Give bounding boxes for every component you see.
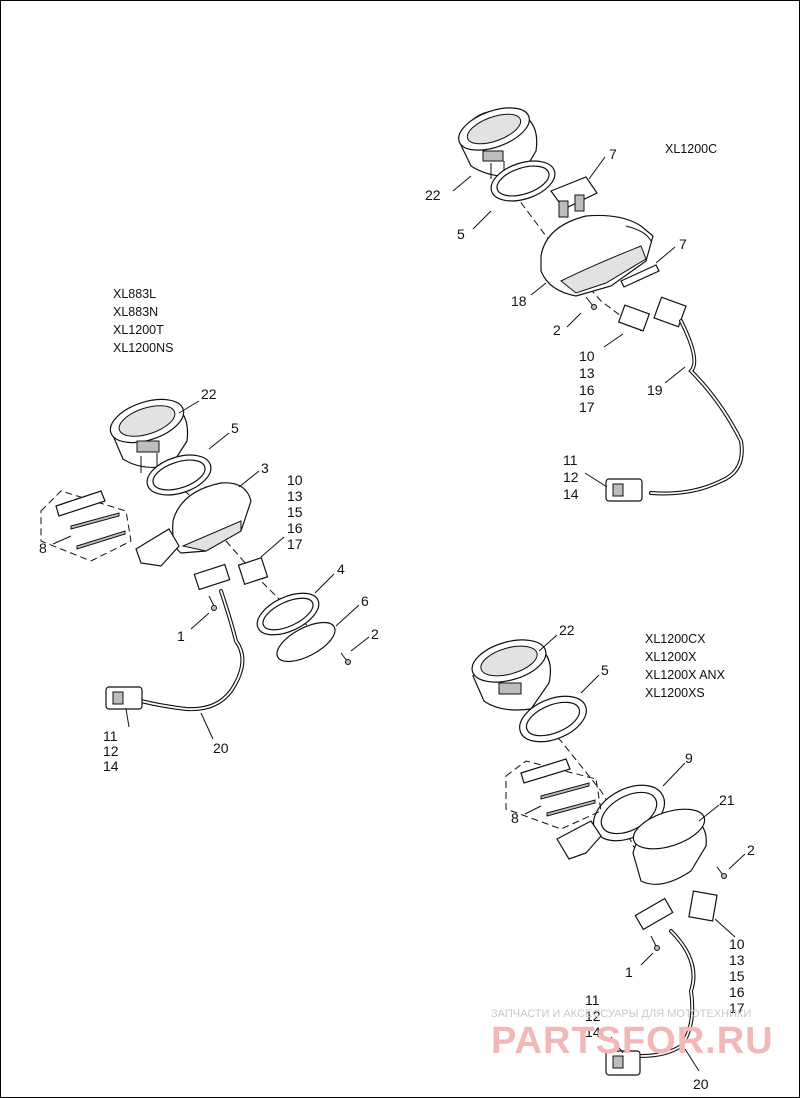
callout-label: 8 (39, 540, 47, 556)
callout-label: 10 (579, 348, 595, 364)
housing-part-3 (172, 482, 252, 554)
screw-part-2b (340, 652, 351, 665)
plate-part-6 (276, 621, 336, 663)
screw-part-1c (650, 935, 660, 951)
model-name: XL1200NS (113, 341, 173, 355)
callout-label: 4 (337, 561, 345, 577)
model-name: XL883L (113, 287, 156, 301)
model-list-xl883: XL883L XL883N XL1200T XL1200NS (113, 287, 173, 355)
watermark-logo: PARTSFOR.RU (491, 1020, 774, 1062)
callout-label: 1 (625, 964, 633, 980)
model-name: XL1200X (645, 650, 697, 664)
model-name: XL1200X ANX (645, 668, 726, 682)
callout-label: 1 (177, 628, 185, 644)
callout-label: 16 (287, 520, 303, 536)
callout-label: 5 (231, 420, 239, 436)
callout-label: 15 (287, 504, 303, 520)
callout-label: 7 (679, 236, 687, 252)
ring-part-5 (490, 160, 556, 202)
ring-part-5c (519, 695, 587, 743)
callout-label: 11 (563, 452, 578, 468)
callout-label: 19 (647, 382, 663, 398)
callout-label: 2 (747, 842, 755, 858)
callout-label: 11 (103, 728, 118, 744)
screw-part-2 (585, 296, 597, 310)
callout-label: 12 (563, 469, 579, 485)
callout-label: 17 (579, 399, 595, 415)
callout-label: 8 (511, 810, 519, 826)
callout-label: 13 (729, 952, 745, 968)
callout-label: 18 (511, 293, 527, 309)
model-list-xl1200c: XL1200C (665, 142, 717, 156)
callout-label: 21 (719, 792, 735, 808)
model-name: XL1200CX (645, 632, 706, 646)
callout-label: 12 (103, 743, 119, 759)
cup-part-21 (632, 808, 707, 885)
callout-label: 16 (579, 382, 595, 398)
callout-label: 22 (201, 386, 217, 402)
model-name: XL883N (113, 305, 158, 319)
callout-label: 13 (579, 365, 595, 381)
callout-label: 14 (563, 486, 579, 502)
harness-part-19 (605, 296, 744, 502)
model-list-xl1200cx: XL1200CX XL1200X XL1200X ANX XL1200XS (645, 632, 726, 700)
callout-label: 5 (457, 226, 465, 242)
connector-part-7 (550, 176, 598, 218)
callout-label: 9 (685, 750, 693, 766)
callout-label: 17 (729, 1000, 745, 1016)
callout-label: 2 (553, 322, 561, 338)
callout-label: 10 (729, 936, 745, 952)
callout-label: 20 (693, 1076, 709, 1092)
decal-part-8 (40, 490, 132, 562)
callout-label: 20 (213, 740, 229, 756)
gauge-part-22 (458, 107, 538, 179)
model-name: XL1200T (113, 323, 164, 337)
screw-part-2c (716, 866, 727, 879)
watermark-caption: ЗАПЧАСТИ И АКСЕССУАРЫ ДЛЯ МОТОТЕХНИКИ (491, 1008, 751, 1020)
callout-label: 11 (585, 992, 600, 1008)
model-name: XL1200XS (645, 686, 705, 700)
callout-label: 14 (103, 758, 119, 774)
bracket (135, 528, 180, 567)
harness-part-20 (105, 557, 269, 712)
callout-label: 2 (371, 626, 379, 642)
callout-label: 5 (601, 662, 609, 678)
watermark: ЗАПЧАСТИ И АКСЕССУАРЫ ДЛЯ МОТОТЕХНИКИ PA… (491, 1008, 774, 1062)
gauge-part-22b (109, 398, 189, 473)
ring-part-4 (256, 592, 320, 636)
decal-part-8c (505, 758, 602, 830)
callout-label: 22 (559, 622, 575, 638)
callout-label: 7 (609, 146, 617, 162)
callout-label: 17 (287, 536, 303, 552)
assembly-xl883 (40, 398, 370, 740)
ring-part-5b (146, 454, 212, 496)
callout-label: 13 (287, 488, 303, 504)
assembly-xl1200c (452, 107, 744, 502)
callout-label: 12 (585, 1008, 601, 1024)
housing-part-18 (540, 214, 654, 297)
callout-label: 14 (585, 1024, 601, 1040)
gauge-part-22c (471, 639, 551, 711)
callout-label: 3 (261, 460, 269, 476)
callout-label: 15 (729, 968, 745, 984)
callout-label: 6 (361, 593, 369, 609)
screw-part-1 (208, 595, 217, 611)
assembly-xl1200cx (471, 634, 746, 1076)
harness-part-20c (605, 890, 718, 1076)
callout-label: 10 (287, 472, 303, 488)
callout-label: 16 (729, 984, 745, 1000)
model-name: XL1200C (665, 142, 717, 156)
callout-label: 22 (425, 187, 441, 203)
strip-part-7 (620, 264, 660, 288)
